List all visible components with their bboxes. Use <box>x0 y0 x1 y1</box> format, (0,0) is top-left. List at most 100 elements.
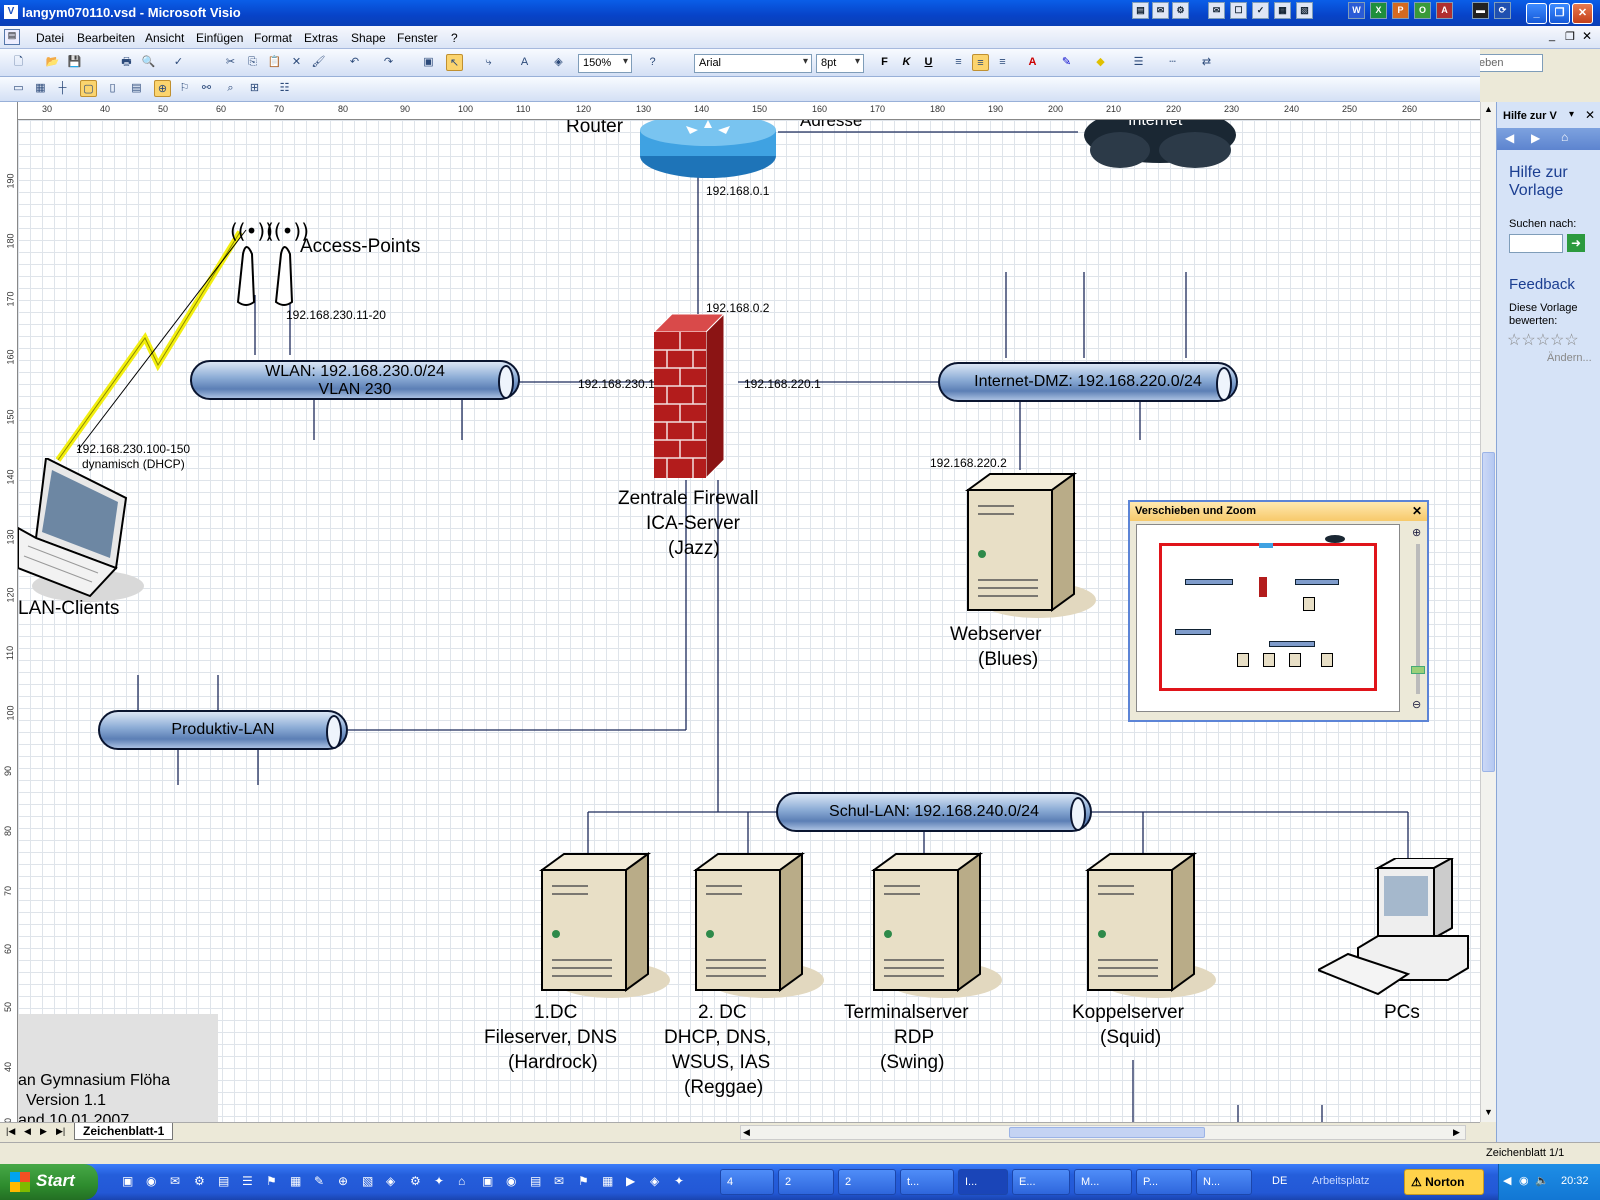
sheet-tab[interactable]: Zeichenblatt-1 <box>74 1123 174 1140</box>
back-icon[interactable]: ◀ <box>1505 131 1515 145</box>
cut-icon[interactable]: ✂ <box>225 56 236 68</box>
produktiv-lan-segment[interactable]: Produktiv-LAN <box>98 710 348 750</box>
search-input[interactable] <box>1509 234 1563 253</box>
tray-icon[interactable]: ◉ <box>1519 1175 1529 1187</box>
terminalserver-icon[interactable] <box>864 850 1004 1010</box>
quicklaunch-icon[interactable]: ⊕ <box>338 1174 349 1188</box>
quicklaunch-icon[interactable]: ✉ <box>170 1174 181 1188</box>
zoom-slider[interactable] <box>1416 544 1420 694</box>
toolbar-quick-icon[interactable]: ✉ <box>1152 2 1169 19</box>
pc-workstation-icon[interactable] <box>1318 858 1480 1008</box>
horizontal-scrollbar[interactable]: ◀ ▶ <box>740 1125 1466 1140</box>
laptop-icon[interactable] <box>18 458 148 608</box>
hscroll-thumb[interactable] <box>1009 1127 1205 1138</box>
layers-icon[interactable]: ☷ <box>279 82 290 94</box>
bold-button[interactable]: F <box>881 56 888 68</box>
webserver-icon[interactable] <box>958 470 1098 630</box>
zoom-out-icon[interactable]: ⊖ <box>1412 699 1422 711</box>
koppelserver-icon[interactable] <box>1078 850 1218 1010</box>
quicklaunch-icon[interactable]: ▤ <box>530 1174 542 1188</box>
zoom-in-icon[interactable]: ⊕ <box>1412 527 1422 539</box>
quicklaunch-icon[interactable]: ▤ <box>218 1174 230 1188</box>
language-indicator[interactable]: DE <box>1272 1175 1288 1187</box>
toolbar-quick-icon[interactable]: ✉ <box>1208 2 1225 19</box>
glue-icon[interactable]: ⚐ <box>179 82 190 94</box>
quicklaunch-icon[interactable]: ◉ <box>146 1174 157 1188</box>
tray-icon[interactable]: 🔈 <box>1535 1175 1549 1187</box>
page-breaks-icon[interactable]: ▯ <box>109 82 116 94</box>
taskbar-group-network[interactable]: 2 <box>838 1169 896 1195</box>
fill-color-icon[interactable]: ◆ <box>1096 56 1105 68</box>
quicklaunch-icon[interactable]: ✉ <box>554 1174 565 1188</box>
document-icon[interactable]: ▤ <box>4 29 20 45</box>
schul-lan-segment[interactable]: Schul-LAN: 192.168.240.0/24 <box>776 792 1092 832</box>
taskbar-group-ie[interactable]: 4 <box>720 1169 774 1195</box>
taskbar-item[interactable]: t... <box>900 1169 954 1195</box>
quicklaunch-icon[interactable]: ▦ <box>290 1174 302 1188</box>
toolbar-quick-icon[interactable]: P <box>1392 2 1409 19</box>
quicklaunch-icon[interactable]: ☰ <box>242 1174 253 1188</box>
menu-help[interactable]: ? <box>451 31 458 45</box>
quicklaunch-icon[interactable]: ⚑ <box>578 1174 589 1188</box>
shapes-icon[interactable]: ▣ <box>423 56 434 68</box>
taskbar-item[interactable]: N... <box>1196 1169 1252 1195</box>
toolbar-quick-icon[interactable]: ☐ <box>1230 2 1247 19</box>
line-weight-icon[interactable]: ☰ <box>1133 56 1144 68</box>
help-icon[interactable]: ? <box>649 56 656 68</box>
quicklaunch-icon[interactable]: ✦ <box>674 1174 685 1188</box>
underline-button[interactable]: U <box>924 56 933 68</box>
toolbar-quick-icon[interactable]: A <box>1436 2 1453 19</box>
go-arrow-icon[interactable]: ➜ <box>1567 234 1585 252</box>
print-preview-icon[interactable]: 🔍 <box>141 56 156 68</box>
vertical-scrollbar[interactable]: ▲ ▼ <box>1480 102 1496 1122</box>
toolbar-quick-icon[interactable]: ▤ <box>1132 2 1149 19</box>
drawing-explorer-icon[interactable]: ⚯ <box>201 82 212 94</box>
align-left-icon[interactable]: ≡ <box>955 56 962 68</box>
toolbar-quick-icon[interactable]: ▬ <box>1472 2 1489 19</box>
home-icon[interactable]: ⌂ <box>1561 130 1569 144</box>
pan-zoom-icon[interactable]: ⌕ <box>227 82 234 94</box>
toolbar-quick-icon[interactable]: ▧ <box>1296 2 1313 19</box>
restore-button[interactable]: ❐ <box>1549 3 1570 24</box>
next-sheet-icon[interactable]: ▶ <box>40 1126 47 1136</box>
firewall-icon[interactable] <box>654 314 726 480</box>
redo-icon[interactable]: ↷ <box>383 56 394 68</box>
router-icon[interactable] <box>638 120 778 182</box>
line-ends-icon[interactable]: ⇄ <box>1201 56 1212 68</box>
connector-tool-icon[interactable]: ⤷ <box>485 56 492 68</box>
wlan-segment[interactable]: WLAN: 192.168.230.0/24 VLAN 230 <box>190 360 520 400</box>
spelling-icon[interactable]: ✓ <box>173 56 184 68</box>
zoom-slider-thumb[interactable] <box>1411 666 1425 674</box>
taskbar-item[interactable]: M... <box>1074 1169 1132 1195</box>
view-rectangle[interactable] <box>1159 543 1377 691</box>
quicklaunch-icon[interactable]: ⚙ <box>194 1174 205 1188</box>
align-right-icon[interactable]: ≡ <box>999 56 1006 68</box>
toolbar-quick-icon[interactable]: ▦ <box>1274 2 1291 19</box>
menu-einfuegen[interactable]: Einfügen <box>196 31 244 45</box>
line-color-icon[interactable]: ✎ <box>1061 56 1072 68</box>
menu-ansicht[interactable]: Ansicht <box>145 31 185 45</box>
taskbar-group-explorer[interactable]: 2 <box>778 1169 834 1195</box>
toolbar-quick-icon[interactable]: O <box>1414 2 1431 19</box>
excel-icon[interactable]: X <box>1370 2 1387 19</box>
taskbar-item[interactable]: P... <box>1136 1169 1192 1195</box>
close-icon[interactable]: ✕ <box>1585 108 1596 122</box>
save-icon[interactable]: 💾 <box>67 56 82 68</box>
layer-icon[interactable]: ▤ <box>131 82 142 94</box>
italic-button[interactable]: K <box>902 56 911 68</box>
close-icon[interactable]: ✕ <box>1411 504 1422 518</box>
align-center-icon[interactable]: ≡ <box>972 54 989 71</box>
clock[interactable]: 20:32 <box>1561 1175 1589 1187</box>
quicklaunch-icon[interactable]: ▦ <box>602 1174 614 1188</box>
quicklaunch-icon[interactable]: ⚙ <box>410 1174 421 1188</box>
tray-icon[interactable]: ◀ <box>1503 1175 1512 1187</box>
menu-format[interactable]: Format <box>254 31 293 45</box>
menu-datei[interactable]: Datei <box>36 31 65 45</box>
pan-zoom-window[interactable]: Verschieben und Zoom ✕ ⊕ ⊖ <box>1128 500 1429 722</box>
rating-stars[interactable]: ☆☆☆☆☆ <box>1507 332 1579 349</box>
quicklaunch-icon[interactable]: ⌂ <box>458 1174 466 1188</box>
quicklaunch-icon[interactable]: ▧ <box>362 1174 374 1188</box>
menu-bearbeiten[interactable]: Bearbeiten <box>77 31 136 45</box>
new-icon[interactable]: 🗋 <box>14 56 23 68</box>
toolbar-quick-icon[interactable]: ⚙ <box>1172 2 1189 19</box>
